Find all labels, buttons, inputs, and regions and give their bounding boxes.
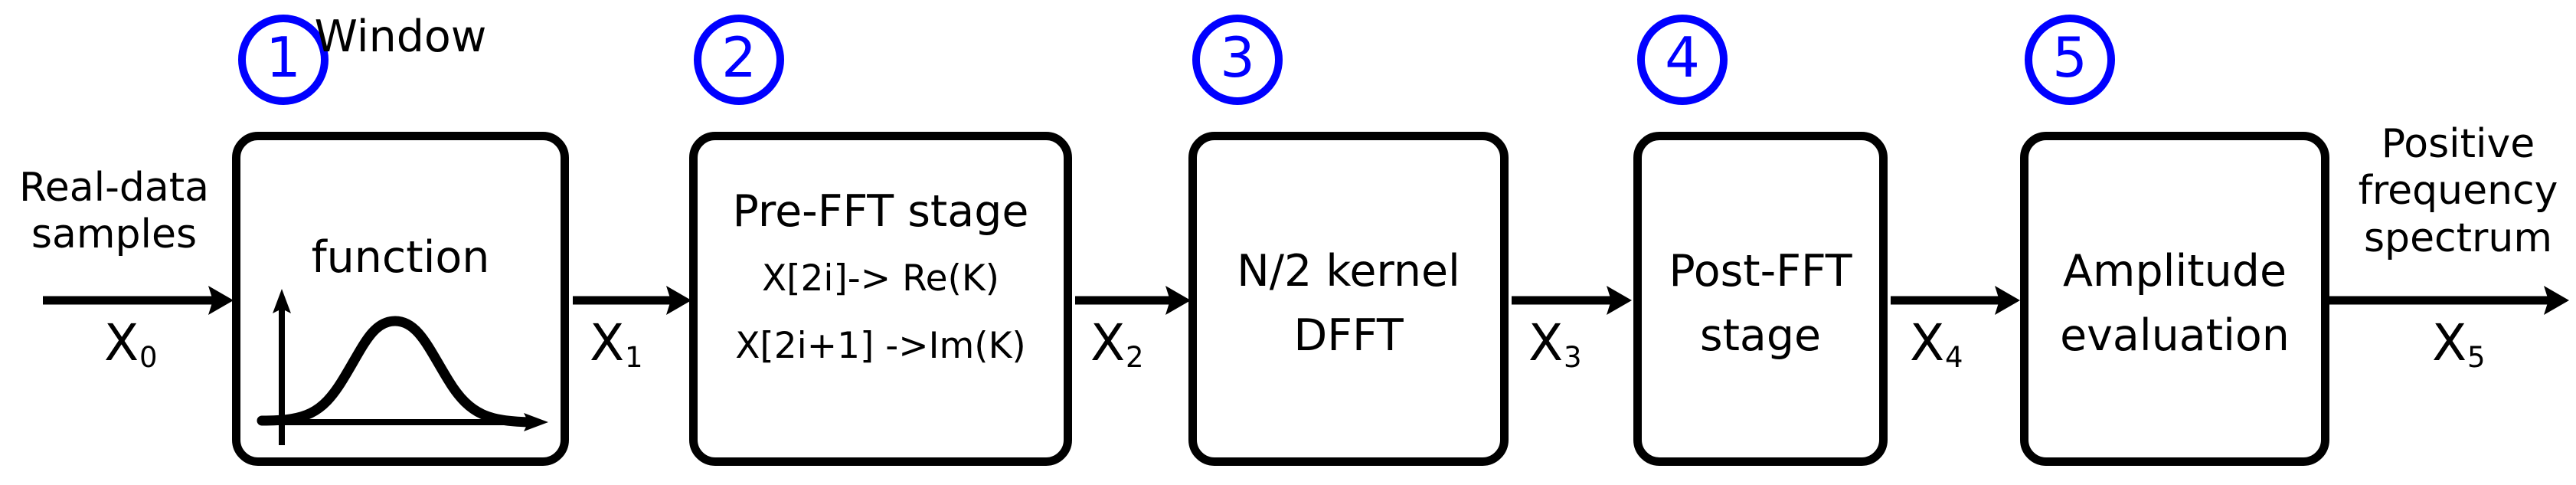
arrow-stage2-to-stage3 — [1075, 286, 1191, 315]
stage-box-post-fft[interactable]: Post-FFT stage — [1633, 132, 1888, 466]
input-caption-line1: Real-data — [19, 165, 209, 211]
stage-box-amplitude-evaluation[interactable]: Amplitude evaluation — [2020, 132, 2329, 466]
stage-4-line-2: stage — [1699, 310, 1822, 361]
signal-x4-base: X — [1910, 313, 1945, 372]
stage-3-line-1: N/2 kernel — [1237, 246, 1460, 297]
stage-badge-2-label: 2 — [721, 25, 757, 90]
stage-2-line-3: X[2i+1] ->Im(K) — [735, 325, 1026, 367]
signal-x2-sub: 2 — [1125, 340, 1144, 374]
stage-2-line-1: Pre-FFT stage — [732, 186, 1029, 237]
stage-badge-1: 1 — [238, 15, 329, 105]
stage-badge-3-label: 3 — [1220, 25, 1255, 90]
output-signal-base: X — [2432, 313, 2467, 372]
stage-badge-2: 2 — [694, 15, 784, 105]
stage-badge-3: 3 — [1192, 15, 1283, 105]
stage-badge-5: 5 — [2025, 15, 2115, 105]
input-arrow — [43, 286, 234, 315]
output-caption-line2: frequency — [2358, 168, 2558, 215]
arrow-stage3-to-stage4 — [1512, 286, 1632, 315]
output-caption-line1: Positive — [2381, 121, 2535, 167]
arrow-stage4-to-stage5 — [1891, 286, 2020, 315]
signal-x2-base: X — [1090, 313, 1126, 372]
input-caption: Real-data samples — [3, 165, 225, 259]
signal-label-x1: X1 — [590, 318, 642, 372]
signal-x1-sub: 1 — [624, 340, 643, 374]
stage-3-line-2: DFFT — [1293, 310, 1404, 361]
stage-1-line-2: function — [311, 232, 490, 283]
stage-badge-5-label: 5 — [2052, 25, 2087, 90]
stage-box-pre-fft[interactable]: Pre-FFT stage X[2i]-> Re(K) X[2i+1] ->Im… — [689, 132, 1072, 466]
output-signal-sub: 5 — [2466, 340, 2486, 374]
output-signal-label: X5 — [2432, 318, 2485, 372]
stage-2-line-2: X[2i]-> Re(K) — [761, 257, 1000, 300]
input-caption-line2: samples — [31, 211, 198, 258]
output-caption: Positive frequency spectrum — [2345, 121, 2571, 262]
input-signal-sub: 0 — [139, 340, 158, 374]
input-signal-label: X0 — [104, 318, 157, 372]
signal-x3-base: X — [1528, 313, 1564, 372]
stage-5-line-2: evaluation — [2060, 310, 2290, 361]
signal-x3-sub: 3 — [1563, 340, 1582, 374]
stage-badge-4-label: 4 — [1665, 25, 1700, 90]
signal-label-x2: X2 — [1090, 318, 1143, 372]
stage-box-window-function[interactable]: Window function — [232, 11, 569, 466]
arrow-stage1-to-stage2 — [573, 286, 691, 315]
input-signal-base: X — [104, 313, 139, 372]
output-caption-line3: spectrum — [2363, 215, 2553, 261]
stage-box-n2-kernel-dfft[interactable]: N/2 kernel DFFT — [1188, 132, 1509, 466]
output-arrow — [2328, 286, 2569, 315]
stage-badge-1-label: 1 — [266, 25, 301, 90]
stage-5-line-1: Amplitude — [2062, 246, 2287, 297]
stage-badge-4: 4 — [1637, 15, 1728, 105]
stage-4-line-1: Post-FFT — [1669, 246, 1852, 297]
signal-label-x4: X4 — [1910, 318, 1963, 372]
stage-1-line-1: Window — [314, 11, 487, 62]
window-function-curve — [257, 289, 548, 445]
signal-x4-sub: 4 — [1944, 340, 1963, 374]
signal-label-x3: X3 — [1528, 318, 1581, 372]
signal-x1-base: X — [590, 313, 625, 372]
